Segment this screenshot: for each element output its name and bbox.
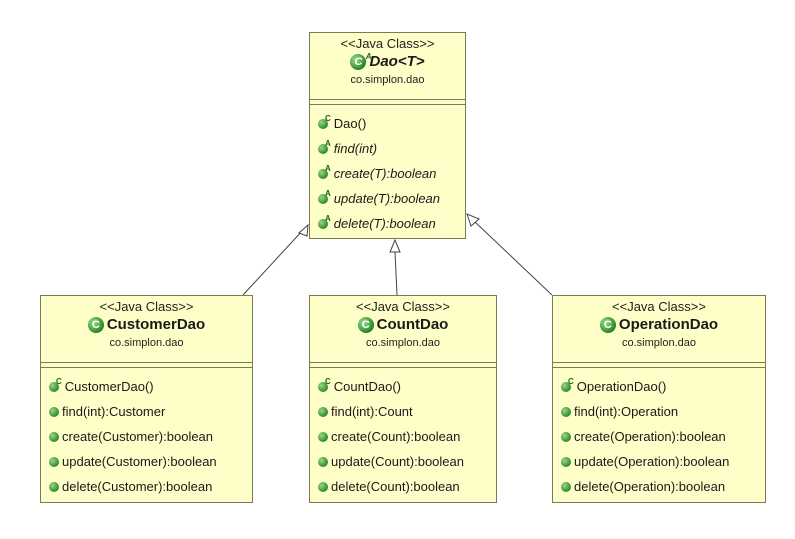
package-label: co.simplon.dao <box>366 337 440 349</box>
class-icon: C <box>87 317 104 333</box>
public-method-icon <box>318 118 328 129</box>
operation-delete[interactable]: delete(Operation):boolean <box>561 474 765 499</box>
public-method-icon <box>49 406 59 417</box>
class-header: <<Java Class>> C OperationDao co.simplon… <box>553 296 765 362</box>
operation-update[interactable]: update(Count):boolean <box>318 449 496 474</box>
public-method-icon <box>49 381 59 392</box>
public-method-icon <box>49 431 59 442</box>
stereotype-label: <<Java Class>> <box>340 36 435 51</box>
class-header: <<Java Class>> C CustomerDao co.simplon.… <box>41 296 252 362</box>
public-method-icon <box>318 431 328 442</box>
public-method-icon <box>561 481 571 492</box>
public-method-icon <box>318 456 328 467</box>
class-name: C OperationDao <box>599 315 718 335</box>
package-label: co.simplon.dao <box>350 74 425 86</box>
class-name: C CustomerDao <box>87 315 205 335</box>
class-count-dao[interactable]: <<Java Class>> C CountDao co.simplon.dao… <box>309 295 497 503</box>
operation-generalization-line <box>474 221 553 296</box>
package-label: co.simplon.dao <box>109 337 184 349</box>
operation-delete[interactable]: delete(Customer):boolean <box>49 474 252 499</box>
operation-delete[interactable]: delete(Count):boolean <box>318 474 496 499</box>
attributes-compartment <box>553 362 765 367</box>
public-method-icon <box>561 381 571 392</box>
public-method-icon <box>561 456 571 467</box>
public-method-icon <box>49 481 59 492</box>
attributes-compartment <box>310 362 496 367</box>
package-label: co.simplon.dao <box>622 337 696 349</box>
class-header: <<Java Class>> C CountDao co.simplon.dao <box>310 296 496 362</box>
class-operation-dao[interactable]: <<Java Class>> C OperationDao co.simplon… <box>552 295 766 503</box>
operation-create[interactable]: create(Customer):boolean <box>49 424 252 449</box>
stereotype-label: <<Java Class>> <box>612 299 706 314</box>
operation-update[interactable]: update(Customer):boolean <box>49 449 252 474</box>
public-method-icon <box>318 143 328 154</box>
stereotype-label: <<Java Class>> <box>356 299 450 314</box>
operation-find[interactable]: find(int):Count <box>318 399 496 424</box>
attributes-compartment <box>310 99 465 104</box>
customer-generalization-arrowhead <box>298 223 309 237</box>
operation-find[interactable]: find(int):Operation <box>561 399 765 424</box>
operation-create[interactable]: create(Operation):boolean <box>561 424 765 449</box>
class-name: C CountDao <box>357 315 448 335</box>
count-generalization-arrowhead <box>389 238 401 253</box>
class-customer-dao[interactable]: <<Java Class>> C CustomerDao co.simplon.… <box>40 295 253 503</box>
public-method-icon <box>561 406 571 417</box>
count-generalization-line <box>394 250 398 296</box>
operation-find[interactable]: find(int):Customer <box>49 399 252 424</box>
public-method-icon <box>318 406 328 417</box>
class-icon: C <box>357 317 374 333</box>
public-method-icon <box>561 431 571 442</box>
operation-update[interactable]: update(Operation):boolean <box>561 449 765 474</box>
stereotype-label: <<Java Class>> <box>99 299 194 314</box>
public-method-icon <box>318 218 328 229</box>
customer-generalization-line <box>242 229 304 296</box>
public-method-icon <box>318 381 328 392</box>
operation-generalization-arrowhead <box>466 213 480 227</box>
class-icon: C <box>599 317 616 333</box>
public-method-icon <box>318 193 328 204</box>
public-method-icon <box>318 168 328 179</box>
operation-create[interactable]: create(Count):boolean <box>318 424 496 449</box>
attributes-compartment <box>41 362 252 367</box>
public-method-icon <box>49 456 59 467</box>
public-method-icon <box>318 481 328 492</box>
